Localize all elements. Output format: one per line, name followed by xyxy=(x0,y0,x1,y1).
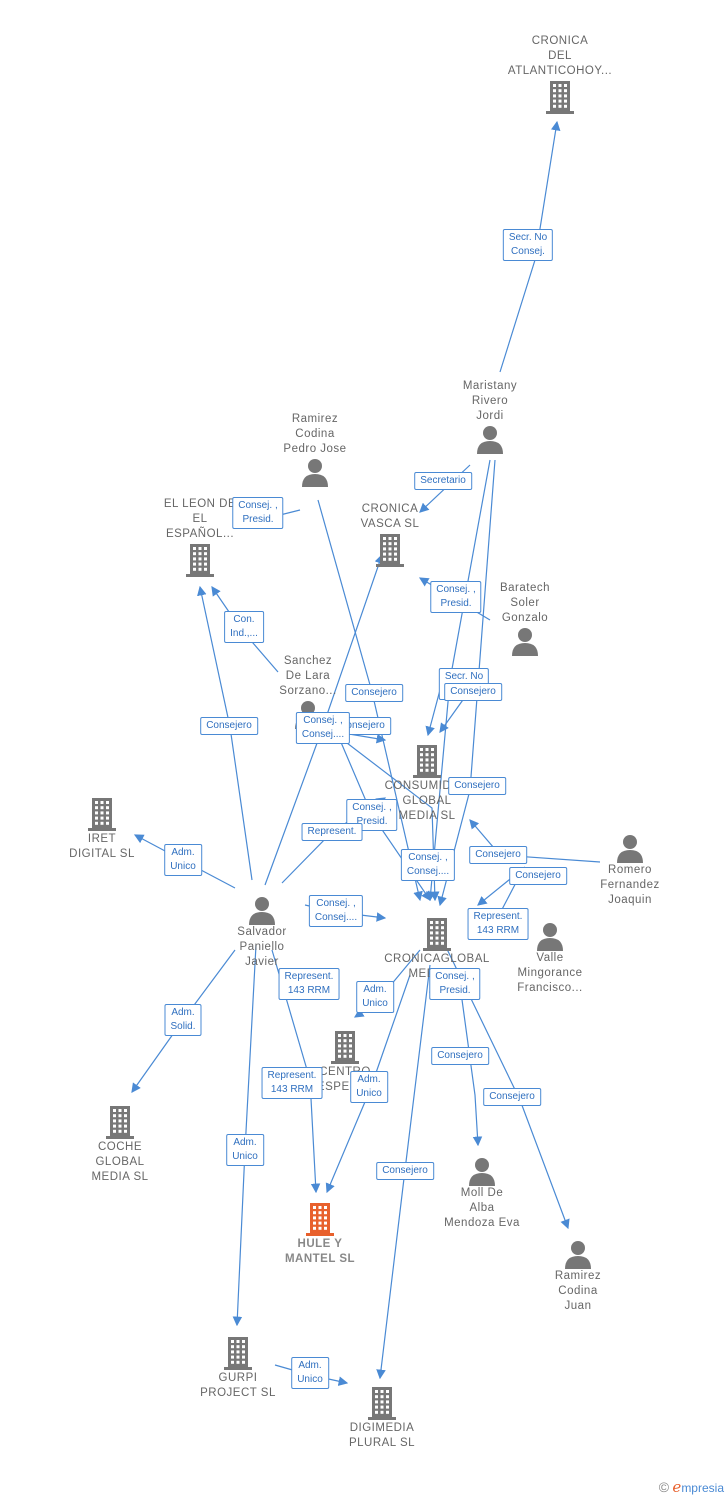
edge-label[interactable]: Represent.143 RRM xyxy=(261,1067,323,1099)
building-icon xyxy=(280,1029,410,1065)
building-icon xyxy=(362,743,492,779)
empresia-brand[interactable]: © empresia xyxy=(658,1478,724,1496)
building-icon xyxy=(55,1104,185,1140)
edge-label[interactable]: Represent. xyxy=(301,823,363,841)
edge-label[interactable]: Consej. ,Presid. xyxy=(232,497,284,529)
edge-label[interactable]: Consejero xyxy=(345,684,403,702)
edge-label[interactable]: Adm.Solid. xyxy=(164,1004,202,1036)
edge-label[interactable]: Adm.Unico xyxy=(226,1134,264,1166)
person-icon xyxy=(513,1239,643,1269)
edge-label[interactable]: Consejero xyxy=(444,683,502,701)
edge-label[interactable]: Consejero xyxy=(448,777,506,795)
building-icon xyxy=(37,796,167,832)
person-icon xyxy=(197,895,327,925)
building-icon xyxy=(173,1335,303,1371)
edge-label[interactable]: Consejero xyxy=(200,717,258,735)
edge-label[interactable]: Consejero xyxy=(483,1088,541,1106)
person-icon xyxy=(565,833,695,863)
building-icon xyxy=(372,916,502,952)
edge-label[interactable]: Consej. ,Consej.... xyxy=(400,849,456,881)
person-icon xyxy=(425,424,555,454)
edge-label[interactable]: Adm.Unico xyxy=(291,1357,329,1389)
edge-label[interactable]: Adm.Unico xyxy=(350,1071,388,1103)
edge-label[interactable]: Represent.143 RRM xyxy=(467,908,529,940)
edge-label[interactable]: Adm.Unico xyxy=(356,981,394,1013)
building-icon xyxy=(255,1201,385,1237)
building-icon xyxy=(135,542,265,578)
edge-label[interactable]: Consej. ,Presid. xyxy=(429,968,481,1000)
edge-label[interactable]: Consejero xyxy=(431,1047,489,1065)
edge-label[interactable]: Consejero xyxy=(376,1162,434,1180)
edge-label[interactable]: Consejero xyxy=(509,867,567,885)
edge-label[interactable]: Consej. ,Consej.... xyxy=(295,712,351,744)
person-icon xyxy=(417,1156,547,1186)
person-icon xyxy=(250,457,380,487)
edge-label[interactable]: Adm.Unico xyxy=(164,844,202,876)
edge-label[interactable]: Consejero xyxy=(469,846,527,864)
relationship-edge xyxy=(459,984,483,1147)
building-icon xyxy=(317,1385,447,1421)
building-icon xyxy=(325,532,455,568)
person-icon xyxy=(460,626,590,656)
building-icon xyxy=(495,79,625,115)
edge-label[interactable]: Con.Ind.,... xyxy=(224,611,264,643)
person-icon xyxy=(485,921,615,951)
edge-label[interactable]: Secretario xyxy=(414,472,472,490)
edge-label[interactable]: Consej. ,Presid. xyxy=(430,581,482,613)
edge-label[interactable]: Consej. ,Consej.... xyxy=(308,895,364,927)
edge-label[interactable]: Represent.143 RRM xyxy=(278,968,340,1000)
